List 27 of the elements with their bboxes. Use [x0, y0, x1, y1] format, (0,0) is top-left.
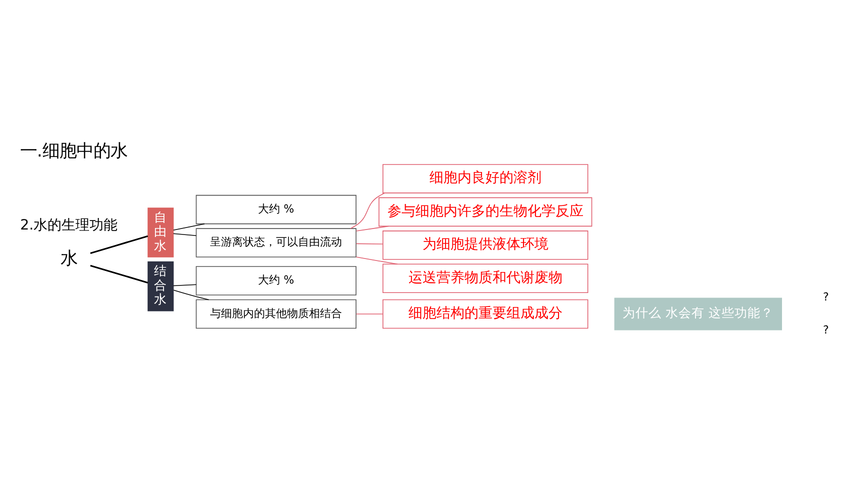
label: 2.水的生理功能	[20, 218, 118, 234]
connector	[356, 226, 389, 232]
connector	[173, 233, 197, 236]
connector	[173, 223, 205, 230]
node-box: 大约 %	[196, 266, 356, 296]
connector	[356, 243, 384, 244]
node-box: 参与细胞内许多的生物化学反应	[378, 197, 592, 227]
node-box: 细胞结构的重要组成成分	[382, 299, 588, 329]
connector	[90, 264, 148, 284]
connector	[90, 235, 148, 254]
connector	[350, 192, 386, 229]
connector	[173, 284, 197, 286]
diagram-title: 一.细胞中的水	[20, 141, 128, 162]
node-box: 运送营养物质和代谢废物	[382, 264, 588, 294]
node-box: 大约 %	[196, 194, 356, 224]
node-box: 为细胞提供液体环境	[382, 230, 588, 260]
node-box: 呈游离状态，可以自由流动	[196, 228, 356, 258]
node-box: 细胞内良好的溶剂	[382, 164, 588, 194]
node-box: 与细胞内的其他物质相结合	[196, 299, 356, 329]
node-box: 结合水	[148, 261, 174, 312]
connector	[356, 256, 398, 265]
connector	[173, 290, 210, 300]
label: ?	[822, 290, 829, 304]
node-text: 水	[60, 248, 78, 269]
node-box: 为什么 水会有 这些功能？	[614, 298, 782, 330]
label: ?	[822, 324, 829, 337]
node-box: 自由水	[148, 208, 174, 258]
